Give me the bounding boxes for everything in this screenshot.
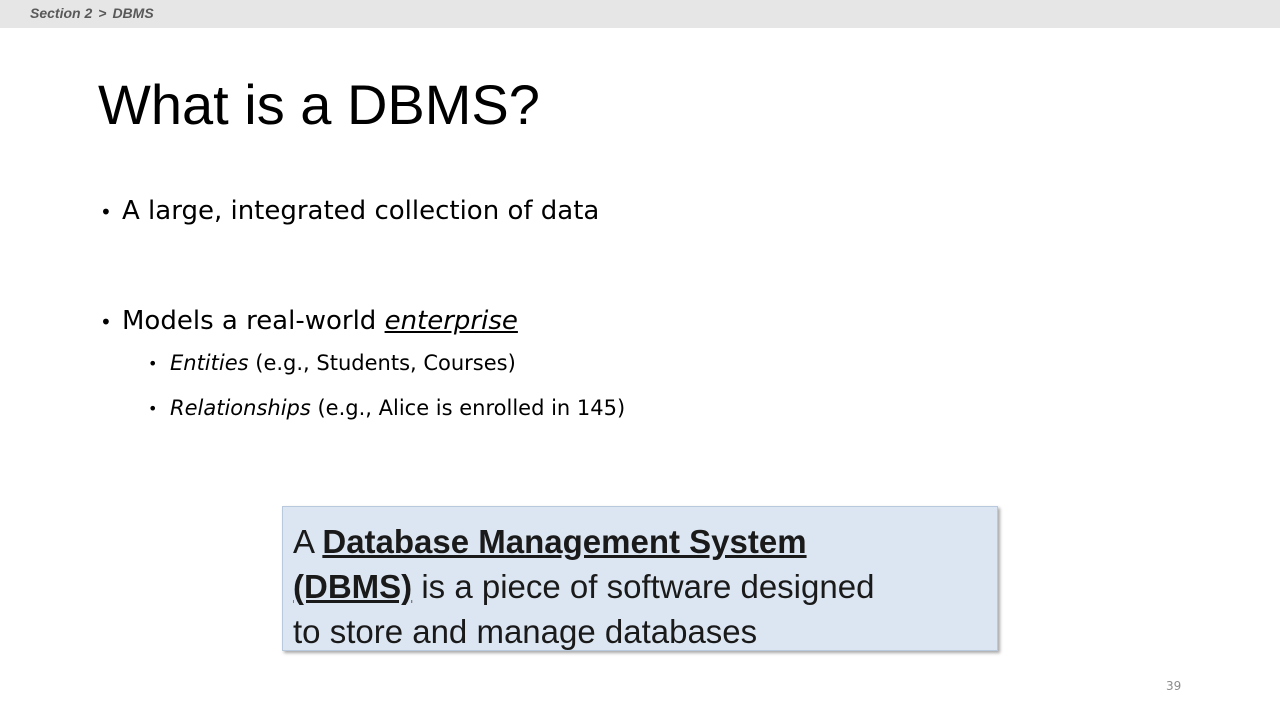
breadcrumb: Section 2 > DBMS xyxy=(30,5,154,21)
bullet-text: A large, integrated collection of data xyxy=(122,196,600,226)
bullet-emphasis: enterprise xyxy=(384,306,518,336)
bullet-item: • A large, integrated collection of data xyxy=(100,196,600,226)
sub-bullet-item: • Entities (e.g., Students, Courses) xyxy=(148,351,516,375)
breadcrumb-topic: DBMS xyxy=(112,5,154,21)
sub-bullet-text: (e.g., Students, Courses) xyxy=(248,351,516,375)
callout-line-1: A Database Management System xyxy=(293,519,987,564)
callout-term-abbrev: (DBMS) xyxy=(293,568,413,605)
top-bar: Section 2 > DBMS xyxy=(0,0,1280,28)
slide-number: 39 xyxy=(1166,679,1182,693)
bullet-dot-icon: • xyxy=(100,310,112,334)
definition-callout: A Database Management System (DBMS) is a… xyxy=(282,506,998,651)
bullet-dot-icon: • xyxy=(148,354,158,373)
callout-term: Database Management System xyxy=(322,523,807,560)
bullet-dot-icon: • xyxy=(100,200,112,224)
breadcrumb-section: Section 2 xyxy=(30,5,93,21)
sub-bullet-emphasis: Entities xyxy=(170,351,249,375)
sub-bullet-text: (e.g., Alice is enrolled in 145) xyxy=(310,396,626,420)
callout-text: is a piece of software designed xyxy=(412,568,875,605)
sub-bullet-item: • Relationships (e.g., Alice is enrolled… xyxy=(148,396,626,420)
slide-title: What is a DBMS? xyxy=(98,73,540,136)
bullet-text: Models a real-world xyxy=(122,306,385,336)
breadcrumb-separator: > xyxy=(98,5,107,21)
callout-line-3: to store and manage databases xyxy=(293,613,758,650)
bullet-item: • Models a real-world enterprise xyxy=(100,306,518,336)
bullet-dot-icon: • xyxy=(148,399,158,418)
sub-bullet-emphasis: Relationships xyxy=(170,396,311,420)
callout-line-2: (DBMS) is a piece of software designed xyxy=(293,564,987,609)
callout-lead: A xyxy=(293,523,323,560)
